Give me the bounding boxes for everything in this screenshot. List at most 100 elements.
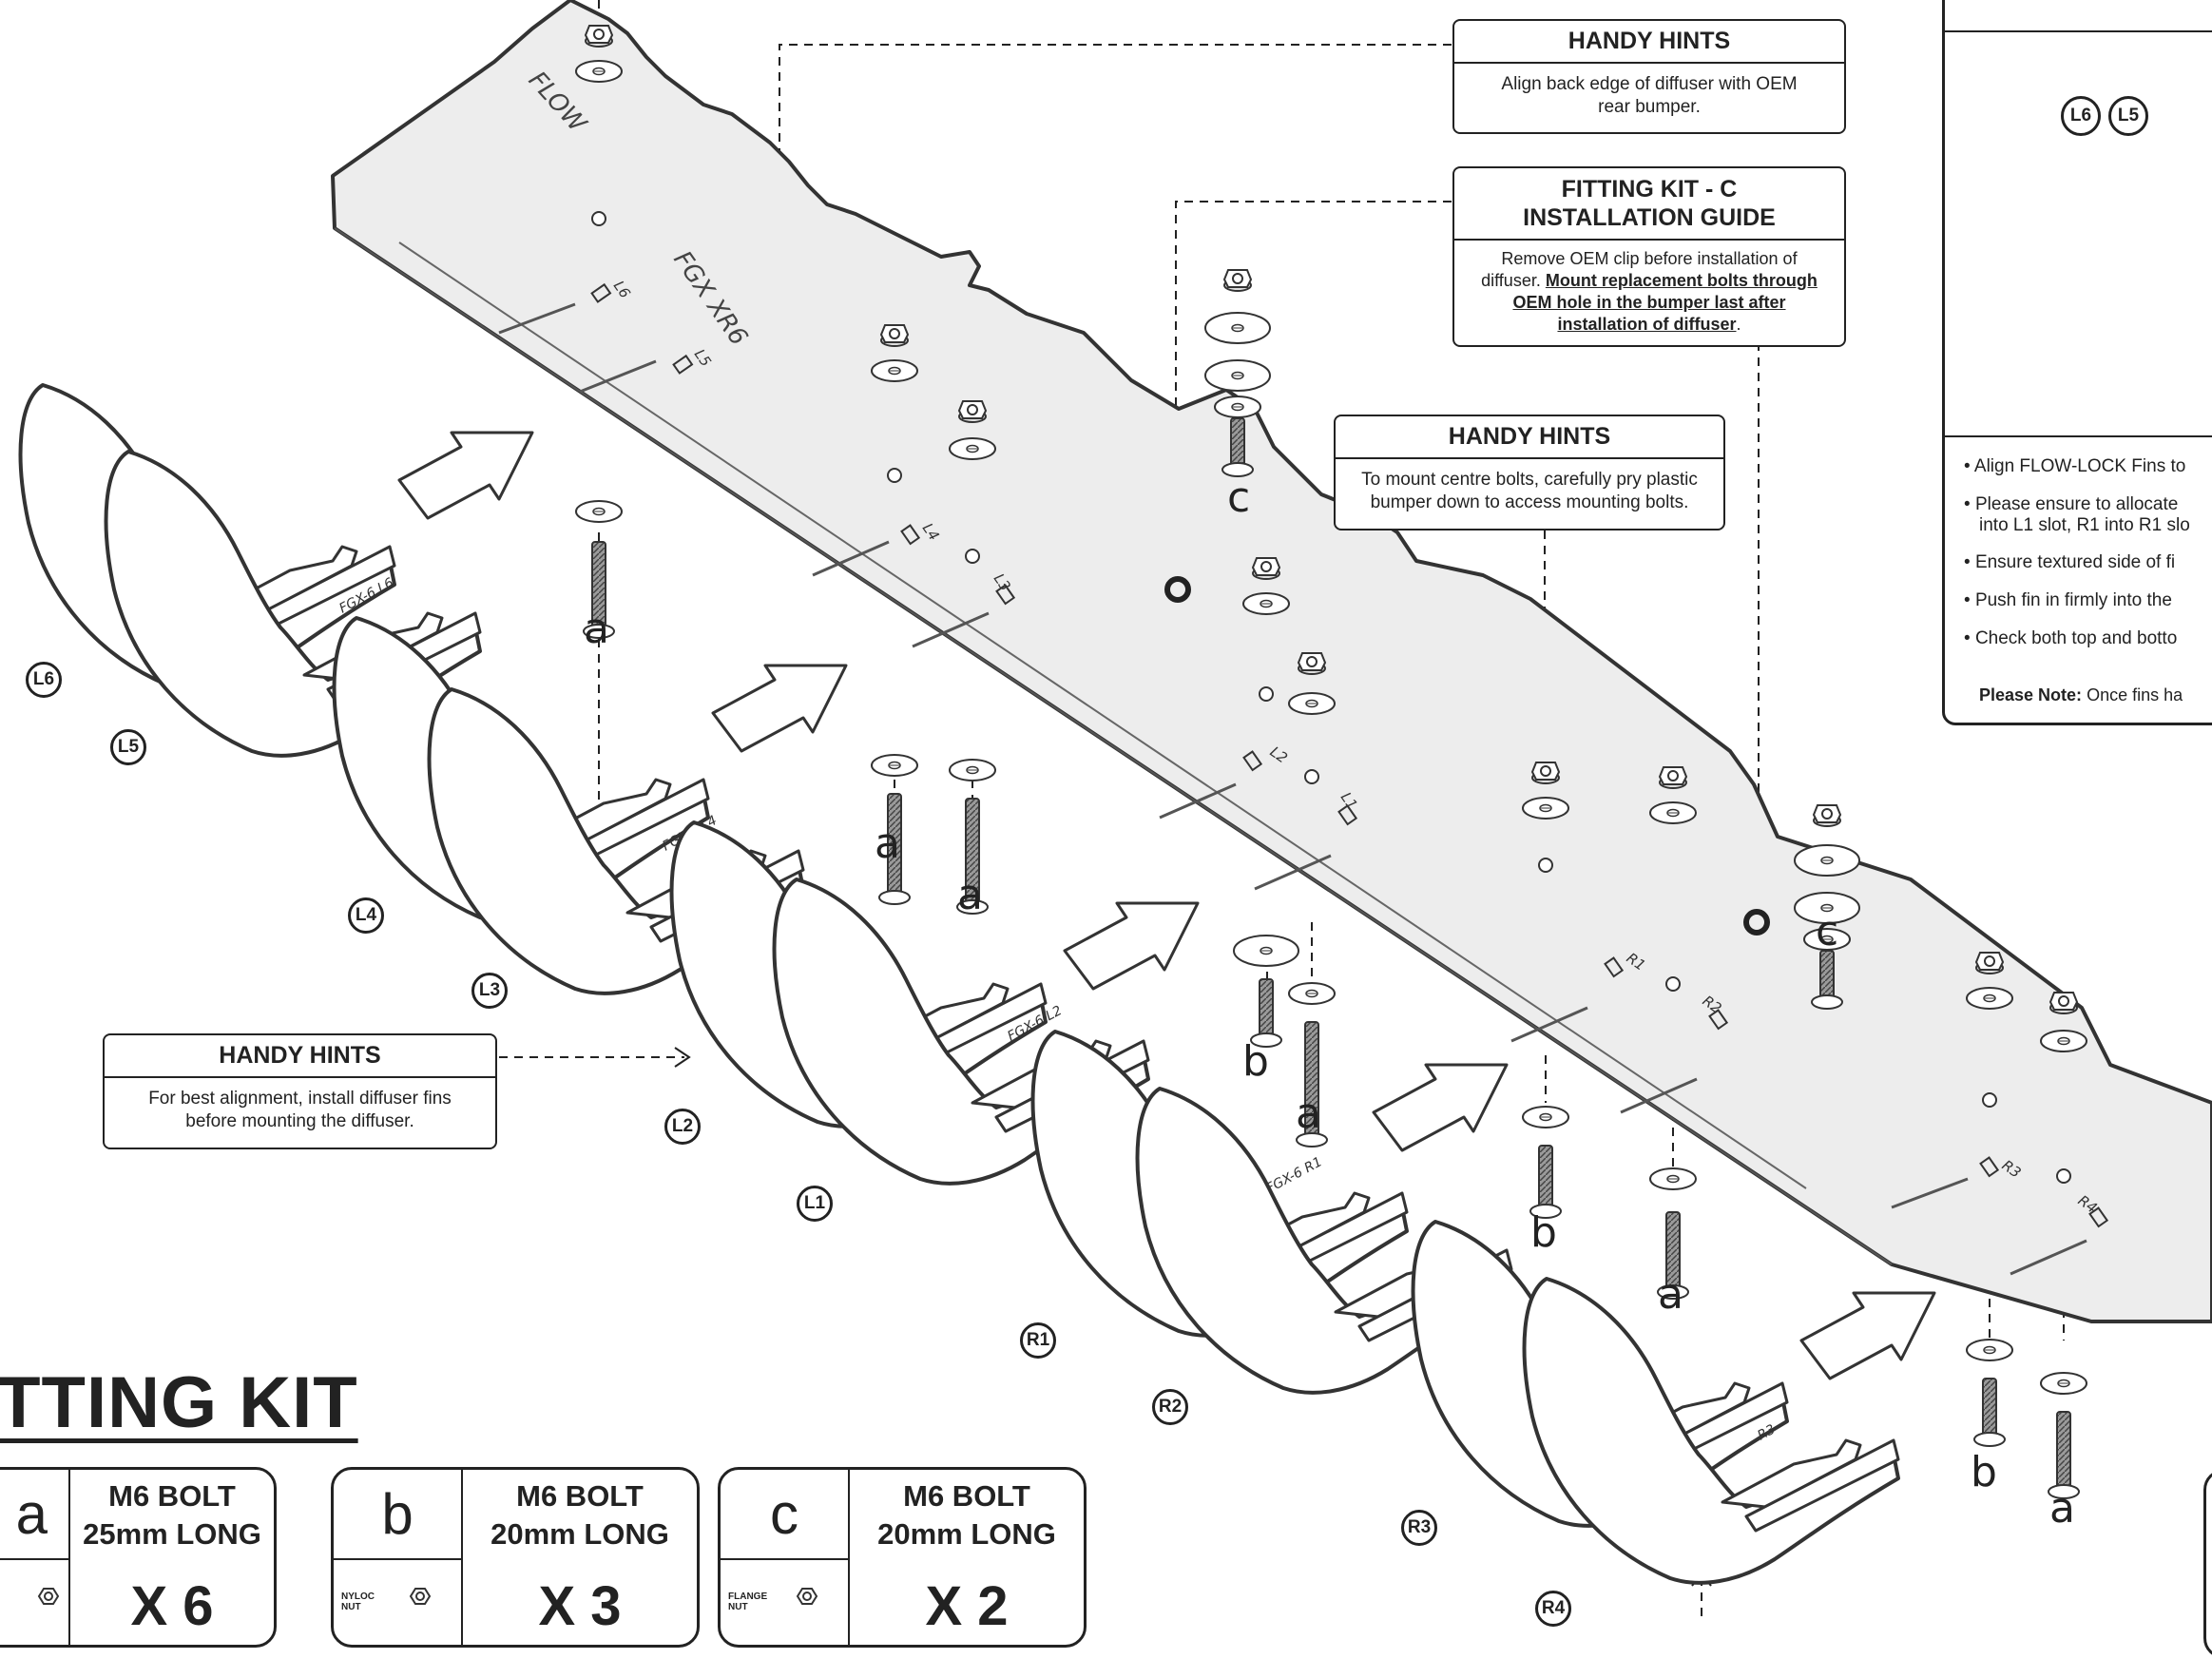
- bolt: [583, 541, 615, 639]
- hint-box-fins: HANDY HINTS For best alignment, install …: [103, 1033, 497, 1149]
- bolt: [878, 793, 911, 905]
- washer: [871, 359, 918, 382]
- washer: [1649, 801, 1697, 824]
- washer: [1214, 395, 1261, 418]
- kit-item-letter: a: [0, 1470, 70, 1560]
- washer: [575, 60, 623, 83]
- hint-title: HANDY HINTS: [1336, 416, 1723, 459]
- inset-bullet: • Check both top and botto: [1964, 628, 2178, 648]
- nut: [1812, 804, 1842, 827]
- nut: [2049, 992, 2079, 1014]
- fin-stamp: FGX-6 R1: [1263, 1154, 1324, 1196]
- washer: [1649, 1167, 1697, 1190]
- guide-body-bold: Mount replacement bolts through OEM hole…: [1512, 271, 1818, 334]
- nut: [879, 324, 910, 347]
- guide-body: Remove OEM clip before installation of d…: [1454, 241, 1844, 343]
- washer: [1288, 692, 1336, 715]
- kit-item-qty: X 6: [130, 1575, 214, 1637]
- washer: [1794, 892, 1860, 924]
- kit-item-hardware: [0, 1560, 70, 1645]
- inset-callout-l5: L5: [2108, 96, 2148, 136]
- bolt-letter-a: a: [875, 820, 900, 868]
- nut: [1222, 269, 1253, 292]
- washer: [1204, 312, 1271, 344]
- kit-item-hardware: FLANGE NUT: [721, 1560, 850, 1645]
- kit-item-letter: c: [721, 1470, 850, 1560]
- kit-item-qty: X 3: [538, 1575, 622, 1637]
- inset-divider: [1945, 30, 2212, 32]
- washer: [1522, 797, 1569, 820]
- nut: [584, 25, 614, 48]
- bolt: [2048, 1411, 2080, 1499]
- guide-body-end: .: [1736, 315, 1741, 334]
- bolt: [1973, 1378, 2006, 1447]
- bolt-letter-c: c: [1816, 907, 1839, 955]
- inset-bullet-cont: into L1 slot, R1 into R1 slo: [1979, 515, 2190, 535]
- nut: [1530, 762, 1561, 784]
- washer: [1204, 359, 1271, 392]
- washer: [575, 500, 623, 523]
- right-kit-box: [2203, 1469, 2212, 1659]
- bolt: [1296, 1021, 1328, 1148]
- diffuser-body: L6 L5 L4 L3 L2 L1 R1 R2 R3 R4 FLOW FGX X…: [331, 0, 2212, 1323]
- installation-diagram: L6 L5 L4 L3 L2 L1 R1 R2 R3 R4 FLOW FGX X…: [18, 0, 2212, 1616]
- bolt-letter-c: c: [1227, 473, 1251, 522]
- hint-body: Align back edge of diffuser with OEM rea…: [1501, 74, 1798, 117]
- bolt-letter-a: a: [957, 871, 983, 919]
- fin: R3: [1522, 1277, 1900, 1585]
- washer: [1233, 935, 1299, 967]
- hint-box-centre-bolts: HANDY HINTS To mount centre bolts, caref…: [1334, 415, 1725, 530]
- hint-body: To mount centre bolts, carefully pry pla…: [1361, 470, 1698, 512]
- fin-label-l6: L6: [26, 662, 62, 698]
- guide-title-line2: INSTALLATION GUIDE: [1523, 204, 1776, 231]
- hint-title: HANDY HINTS: [105, 1035, 495, 1078]
- inset-panel: L6 L5 • Align FLOW-LOCK Fins to • Please…: [1942, 0, 2212, 725]
- clip-rings: [1164, 576, 1770, 936]
- inset-bullet: • Please ensure to allocate: [1964, 494, 2179, 514]
- washer: [2040, 1030, 2087, 1052]
- nut: [1658, 766, 1688, 789]
- washer: [949, 759, 996, 781]
- fin-label-r1: R1: [1020, 1322, 1056, 1359]
- kit-item-letter: b: [334, 1470, 463, 1560]
- hint-body: For best alignment, install diffuser fin…: [148, 1089, 452, 1131]
- bolt-letter-a: a: [584, 605, 609, 653]
- nut: [1974, 952, 2005, 974]
- bolt: [956, 798, 989, 915]
- bolt-letter-a: a: [1296, 1090, 1321, 1138]
- bolt: [1250, 978, 1282, 1048]
- bolt: [1529, 1145, 1562, 1219]
- washer: [1288, 982, 1336, 1005]
- inset-divider: [1945, 435, 2212, 437]
- bolt: [1657, 1211, 1689, 1300]
- bolt: [1221, 417, 1254, 477]
- inset-callout-l6: L6: [2061, 96, 2101, 136]
- bolt-letter-b: b: [1242, 1037, 1269, 1086]
- washer: [1522, 1106, 1569, 1129]
- hint-title: HANDY HINTS: [1454, 21, 1844, 64]
- fitting-kit-title: ITTING KIT: [0, 1362, 358, 1443]
- fin-label-r4: R4: [1535, 1591, 1571, 1627]
- installation-guide-box: FITTING KIT - C INSTALLATION GUIDE Remov…: [1452, 166, 1846, 347]
- bolt-letter-a: a: [2049, 1484, 2075, 1533]
- nut: [1251, 557, 1281, 580]
- washer: [2040, 1372, 2087, 1395]
- kit-item-nut-label: NYLOC NUT: [341, 1591, 375, 1612]
- fin-label-r2: R2: [1152, 1389, 1188, 1425]
- fin-label-l1: L1: [797, 1186, 833, 1222]
- inset-bullet: • Align FLOW-LOCK Fins to: [1964, 456, 2186, 476]
- bolt-letter-b: b: [1530, 1208, 1557, 1257]
- bolt: [1811, 950, 1843, 1010]
- guide-title: FITTING KIT - C INSTALLATION GUIDE: [1454, 168, 1844, 241]
- fin-label-l5: L5: [110, 729, 146, 765]
- hint-box-back-edge: HANDY HINTS Align back edge of diffuser …: [1452, 19, 1846, 134]
- bolt-letter-a: a: [1658, 1270, 1683, 1319]
- fin-stamp: R3: [1755, 1422, 1778, 1444]
- washer: [1242, 592, 1290, 615]
- fin-label-l4: L4: [348, 897, 384, 934]
